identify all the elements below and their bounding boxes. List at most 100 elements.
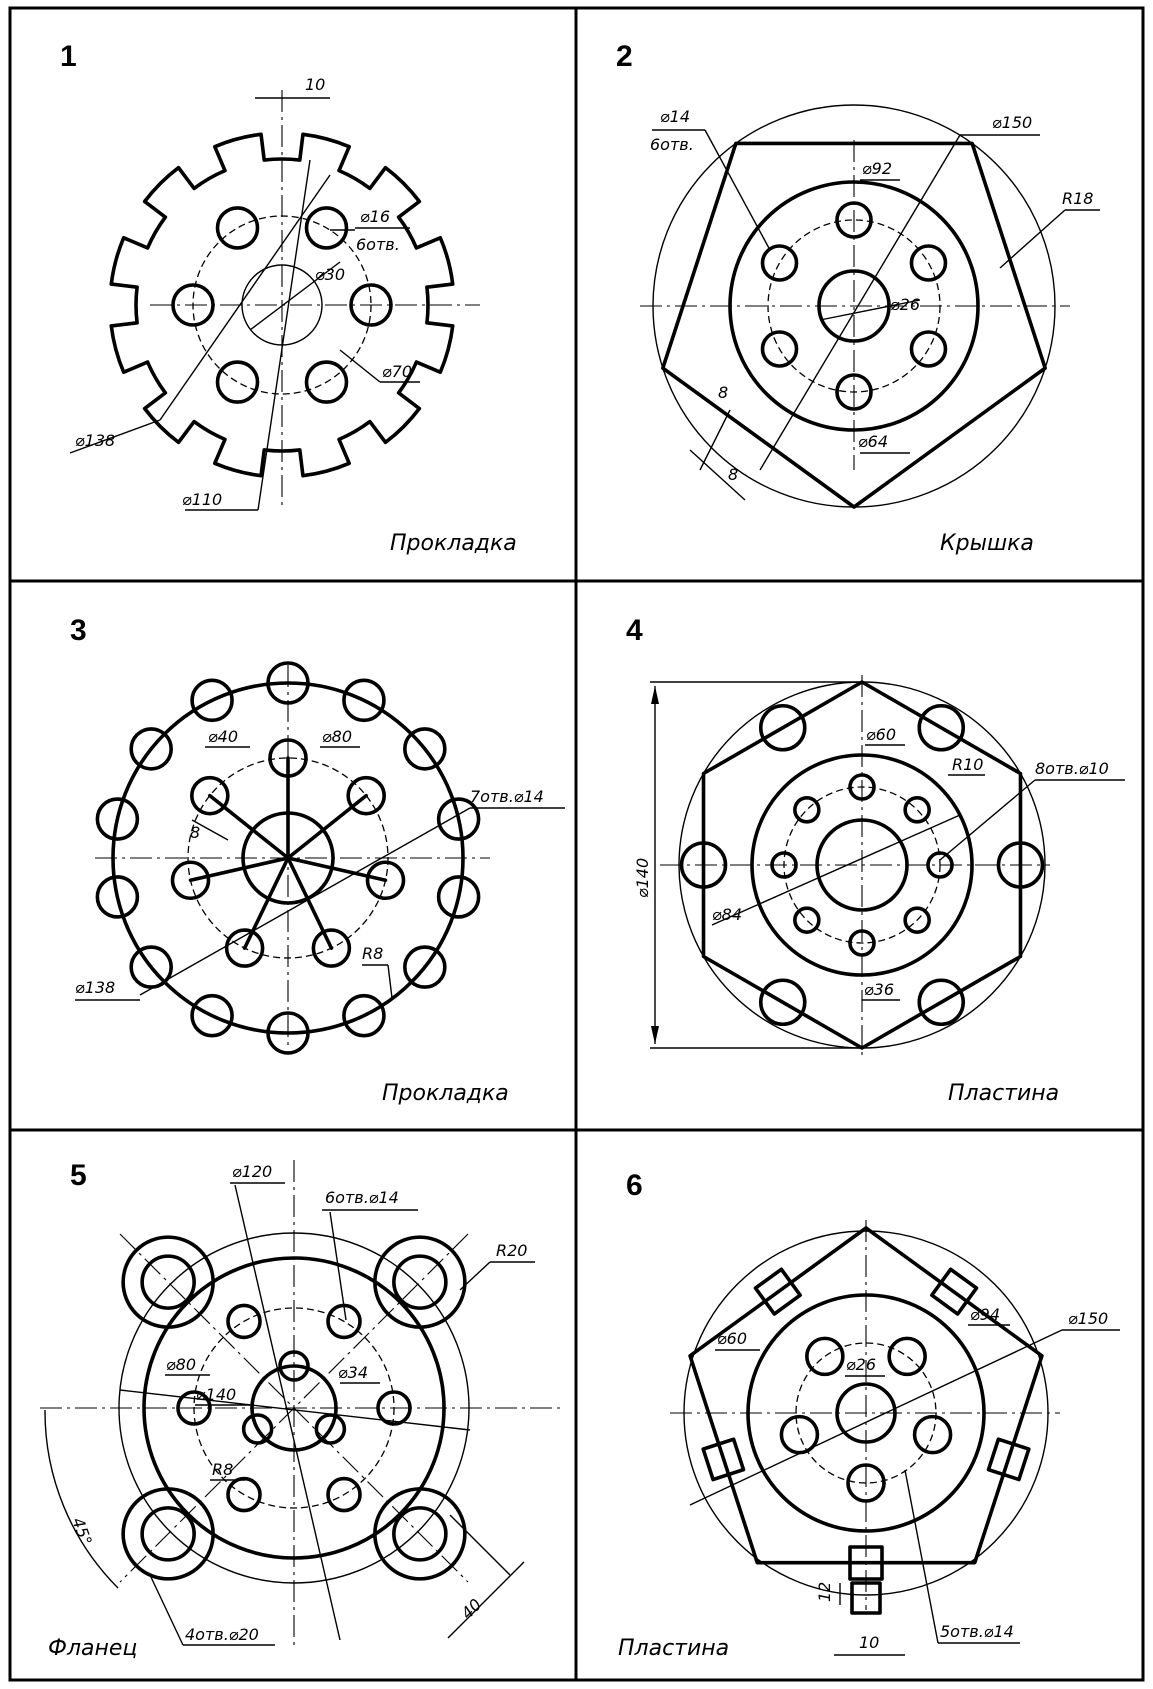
dim-inner-dia: ⌀40 [205, 727, 250, 748]
bolt-hole [349, 283, 393, 327]
panel-5: 5 Фланец ⌀120 6отв.⌀14 R20 ⌀80 [40, 1159, 560, 1661]
panel-number: 3 [70, 614, 87, 647]
dim-holes: 5отв.⌀14 [904, 1469, 1020, 1644]
dim-lobe-offset: 40 [447, 1514, 525, 1639]
svg-text:4отв.⌀20: 4отв.⌀20 [185, 1625, 259, 1644]
dim-outer-dia: ⌀138 [69, 174, 331, 454]
bolt-hole [805, 1336, 845, 1377]
svg-text:12: 12 [815, 1582, 834, 1602]
bolt-hole [326, 1476, 362, 1513]
svg-text:⌀70: ⌀70 [382, 362, 412, 381]
svg-text:45°: 45° [68, 1515, 96, 1548]
edge-notch [342, 678, 386, 723]
panel-number: 2 [616, 40, 633, 73]
dim-center-hole: ⌀36 [862, 980, 900, 1001]
spoke-hole [311, 928, 352, 968]
svg-text:R8: R8 [362, 944, 383, 963]
svg-text:10: 10 [859, 1633, 879, 1652]
svg-text:⌀92: ⌀92 [862, 159, 892, 178]
dim-slot-width: 10 [834, 1633, 905, 1656]
svg-text:R10: R10 [952, 755, 983, 774]
bolt-hole [909, 330, 948, 368]
edge-slot [701, 1437, 746, 1482]
lobe-hole [140, 1254, 196, 1310]
bolt-hole [912, 1414, 953, 1455]
svg-text:8отв.⌀10: 8отв.⌀10 [1035, 759, 1109, 778]
svg-text:10: 10 [305, 75, 325, 94]
dim-spoke-width: 8 [190, 819, 229, 842]
dim-hub-dia: ⌀92 [860, 159, 900, 181]
edge-notch [266, 1011, 310, 1055]
dim-holes-6: 6отв.⌀14 [322, 1188, 418, 1321]
outer-slotted-edge [109, 132, 455, 478]
flange-lobe [373, 1235, 467, 1329]
edge-notch [129, 945, 173, 989]
spoke-hole [346, 775, 386, 816]
lobe-hole [140, 1506, 196, 1562]
dim-bolt-circle: ⌀64 [858, 432, 910, 454]
dim-notch-radius: R8 [362, 944, 393, 999]
panel-caption: Пластина [948, 1081, 1059, 1106]
dim-center-hole: ⌀34 [338, 1363, 380, 1384]
bolt-hole [215, 206, 260, 250]
dim-slot-dia: ⌀110 [182, 159, 311, 511]
center-notch [241, 1413, 274, 1445]
svg-text:6отв.: 6отв. [650, 135, 694, 154]
panel-caption: Крышка [940, 531, 1034, 556]
svg-text:6отв.: 6отв. [356, 235, 400, 254]
dim-hub-dia: ⌀80 [165, 1355, 210, 1376]
dim-bolt-circle: ⌀60 [865, 725, 905, 746]
svg-text:8: 8 [190, 823, 200, 842]
svg-text:⌀36: ⌀36 [864, 980, 894, 999]
bolt-hole [760, 330, 799, 368]
edge-notch [436, 875, 481, 919]
svg-text:⌀84: ⌀84 [712, 905, 742, 924]
edge-notch [758, 978, 807, 1027]
dim-outer-dia: ⌀150 [689, 1309, 1120, 1506]
bolt-hole [793, 906, 821, 934]
svg-text:⌀150: ⌀150 [1068, 1309, 1108, 1328]
edge-notch [403, 945, 447, 989]
panel-number: 4 [626, 614, 643, 647]
panel-1: 1 Прокладка 10 ⌀16 6отв. ⌀30 ⌀70 [60, 40, 517, 556]
dim-holes: 7отв.⌀14 [139, 787, 565, 996]
centerline-diag-2 [119, 1233, 469, 1583]
spoke-hole [365, 860, 406, 901]
spoke-hole [170, 860, 211, 901]
dim-hole-dia: ⌀16 6отв. [330, 207, 410, 254]
svg-text:⌀80: ⌀80 [166, 1355, 196, 1374]
svg-text:⌀26: ⌀26 [890, 295, 920, 314]
dim-bolt-circle: ⌀60 [715, 1329, 760, 1351]
dim-angle: 45° [44, 1409, 119, 1589]
center-cutout [241, 1350, 347, 1452]
bolt-holes [176, 1303, 412, 1513]
panel-caption: Прокладка [390, 531, 517, 556]
edge-notch [190, 993, 234, 1038]
svg-text:⌀150: ⌀150 [992, 113, 1032, 132]
svg-text:⌀30: ⌀30 [315, 265, 345, 284]
bolt-holes [779, 1336, 953, 1503]
svg-text:7отв.⌀14: 7отв.⌀14 [470, 787, 544, 806]
bolt-hole [215, 360, 260, 404]
svg-text:⌀138: ⌀138 [75, 978, 115, 997]
svg-text:⌀60: ⌀60 [717, 1329, 747, 1348]
svg-text:8: 8 [728, 465, 738, 484]
svg-text:⌀94: ⌀94 [970, 1305, 1000, 1324]
edge-slot [986, 1437, 1031, 1482]
dim-slot-depth: 12 [815, 1582, 841, 1605]
lobe-hole [392, 1254, 448, 1310]
svg-text:⌀26: ⌀26 [846, 1355, 876, 1374]
panel-4: 4 Пластина ⌀140 ⌀60 R10 8отв.⌀10 [626, 614, 1125, 1106]
dim-slot-width: 10 [255, 75, 330, 99]
dim-outer-dia: ⌀138 [75, 978, 140, 1001]
bolt-hole [887, 1336, 927, 1377]
bolt-hole [793, 796, 821, 824]
bolt-holes [171, 206, 393, 404]
star-spoke [208, 793, 290, 860]
svg-text:⌀140: ⌀140 [633, 858, 652, 898]
panel-number: 1 [60, 40, 77, 73]
edge-slot [930, 1267, 979, 1316]
pentagon-outline [661, 141, 1047, 509]
svg-text:R20: R20 [496, 1241, 527, 1260]
